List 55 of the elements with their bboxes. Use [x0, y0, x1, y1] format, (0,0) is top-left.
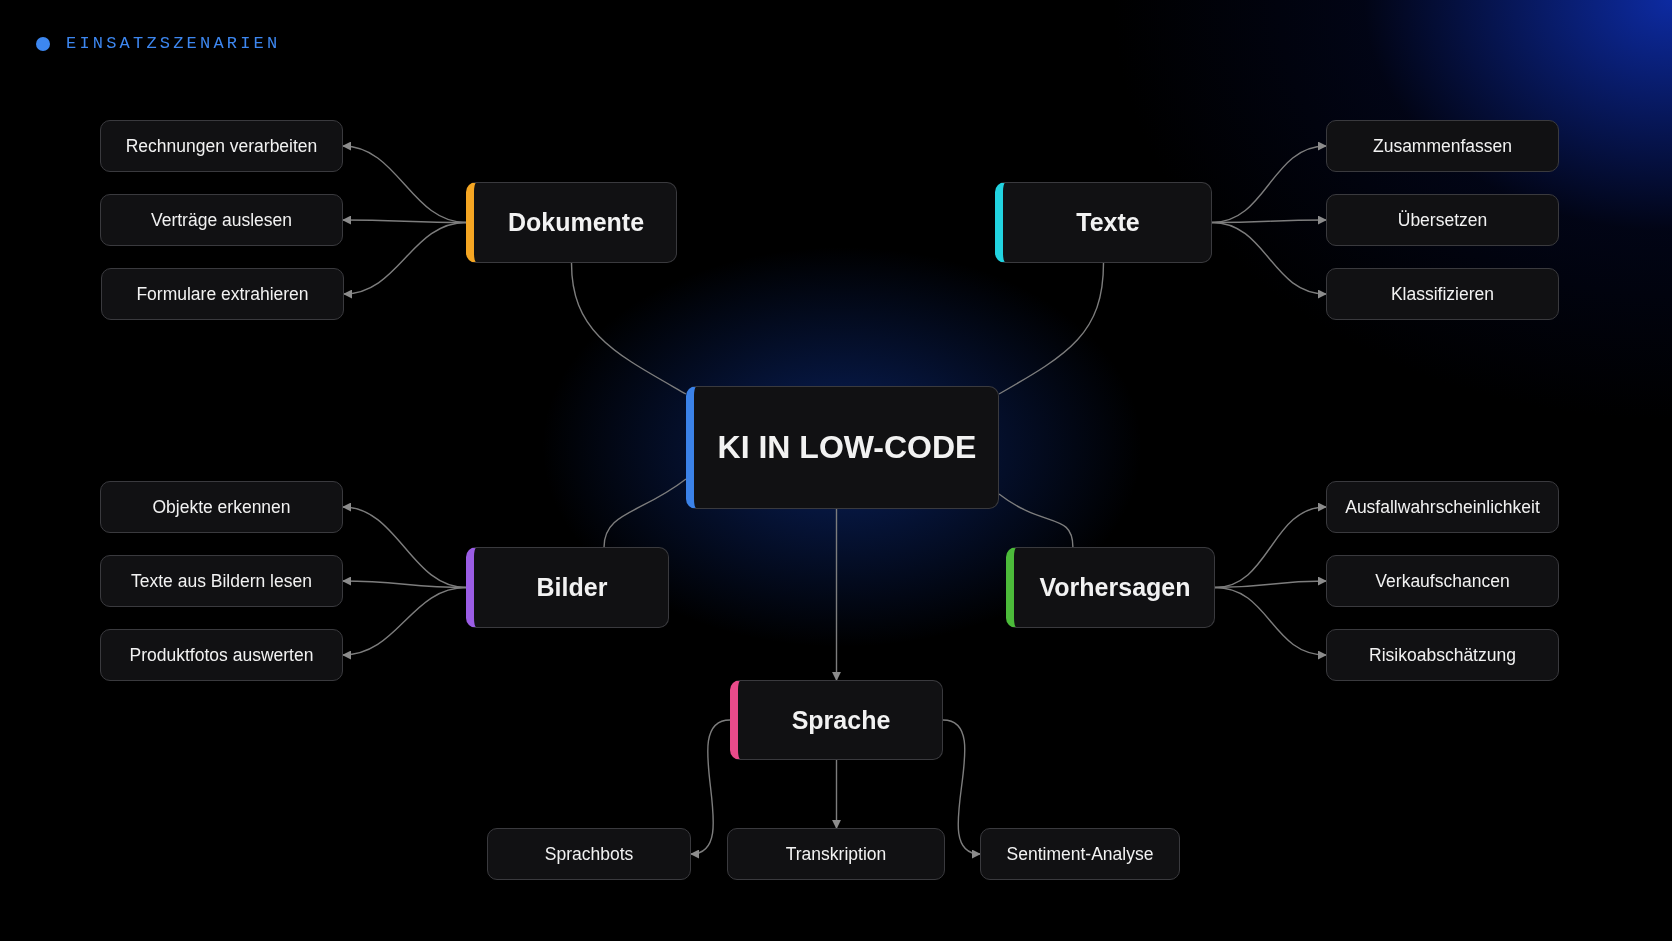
- arrow: [1211, 221, 1327, 298]
- connector-line: [998, 262, 1105, 395]
- use-case-box: [1326, 555, 1559, 607]
- use-case-label: Risikoabschätzung: [1369, 644, 1516, 666]
- connector-line: [570, 262, 687, 395]
- use-case-label: Sentiment-Analyse: [1006, 843, 1154, 865]
- use-case-box: [100, 629, 343, 681]
- use-case-box: [100, 194, 343, 246]
- use-case-box: [1326, 120, 1559, 172]
- category-box: [995, 182, 1212, 263]
- use-case-box: [100, 481, 343, 533]
- category-label: Texte: [1076, 208, 1140, 237]
- use-case-label: Texte aus Bildern lesen: [131, 570, 312, 592]
- category-box: [466, 547, 669, 628]
- category-label: Dokumente: [507, 208, 645, 237]
- section-title: EINSATZSZENARIEN: [66, 34, 281, 53]
- central-topic-label: KI IN LOW-CODE: [717, 429, 977, 466]
- arrow: [343, 221, 467, 298]
- arrow: [832, 759, 841, 829]
- use-case-label: Transkription: [785, 843, 887, 865]
- category-label: Vorhersagen: [1039, 573, 1191, 602]
- arrow: [1214, 586, 1327, 659]
- arrow: [832, 508, 841, 681]
- use-case-label: Zusammenfassen: [1372, 135, 1513, 157]
- use-case-box: [1326, 268, 1559, 320]
- use-case-label: Formulare extrahieren: [136, 283, 309, 305]
- arrow: [342, 586, 467, 659]
- category-box: [1006, 547, 1215, 628]
- use-case-label: Ausfallwahrscheinlichkeit: [1345, 496, 1540, 518]
- use-case-box: [487, 828, 691, 880]
- use-case-box: [101, 268, 344, 320]
- category-label: Sprache: [791, 705, 891, 735]
- use-case-label: Klassifizieren: [1390, 283, 1495, 305]
- use-case-label: Übersetzen: [1397, 209, 1488, 231]
- central-topic-box: [686, 386, 999, 509]
- use-case-label: Objekte erkennen: [152, 496, 291, 518]
- use-case-box: [1326, 481, 1559, 533]
- arrow: [942, 719, 981, 857]
- use-case-box: [1326, 194, 1559, 246]
- use-case-label: Sprachbots: [544, 843, 634, 865]
- category-box: [466, 182, 677, 263]
- use-case-label: Verkaufschancen: [1375, 570, 1510, 592]
- use-case-box: [980, 828, 1180, 880]
- category-box: [730, 680, 943, 760]
- use-case-label: Verträge auslesen: [150, 209, 293, 231]
- connector-line: [998, 493, 1074, 548]
- use-case-box: [727, 828, 945, 880]
- use-case-label: Rechnungen verarbeiten: [125, 135, 318, 157]
- use-case-box: [1326, 629, 1559, 681]
- category-label: Bilder: [536, 573, 608, 602]
- use-case-box: [100, 120, 343, 172]
- connector-line: [603, 478, 687, 548]
- arrow: [690, 719, 731, 857]
- use-case-box: [100, 555, 343, 607]
- use-case-label: Produktfotos auswerten: [129, 644, 314, 666]
